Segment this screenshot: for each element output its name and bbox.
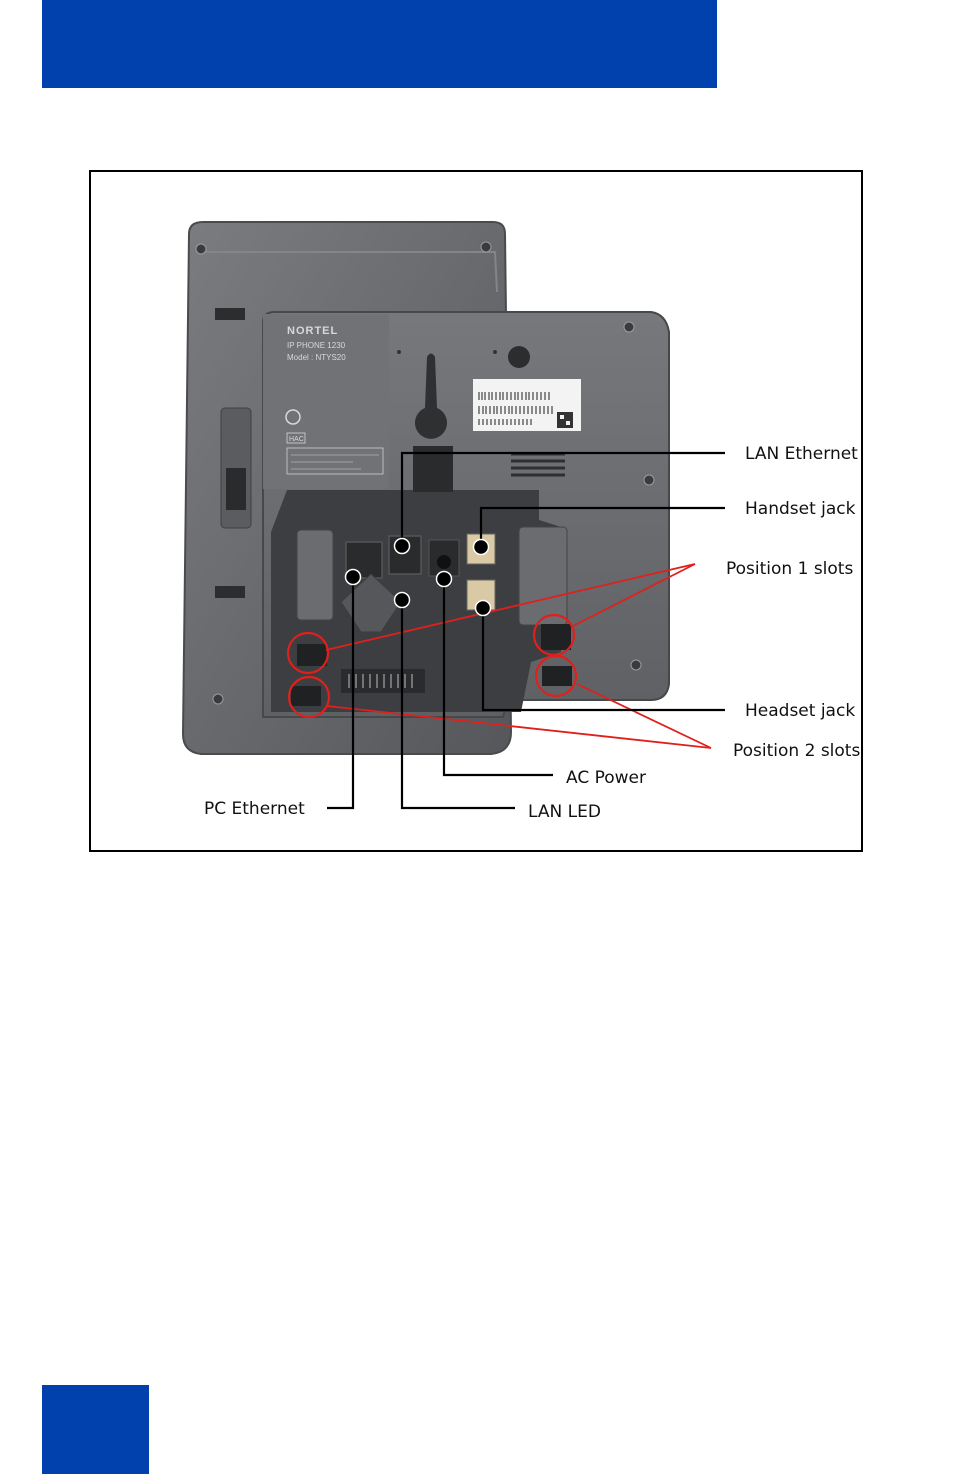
- figure-frame: NORTEL IP PHONE 1230 Model : NTYS20 HAC: [89, 170, 863, 852]
- handset-jack-dot: [474, 540, 489, 555]
- rear-slot: [215, 586, 245, 598]
- handset-jack-label: Handset jack: [745, 499, 856, 519]
- headset-jack-dot: [476, 601, 491, 616]
- pc-ethernet-dot: [346, 570, 361, 585]
- rear-slot: [215, 308, 245, 320]
- hac-text: HAC: [289, 436, 304, 443]
- footer-page-block: [42, 1385, 149, 1474]
- brand-text: NORTEL: [287, 325, 338, 337]
- headset-jack-label: Headset jack: [745, 701, 855, 721]
- position-2-slot-right: [542, 666, 572, 686]
- phone-back-illustration: NORTEL IP PHONE 1230 Model : NTYS20 HAC: [91, 172, 861, 850]
- position-2-slots-label: Position 2 slots: [733, 741, 860, 761]
- ac-power-dot: [437, 572, 452, 587]
- position-1-slots-label: Position 1 slots: [726, 559, 853, 579]
- mount-hole: [508, 346, 530, 368]
- model-number-text: Model : NTYS20: [287, 353, 346, 362]
- ac-power-label: AC Power: [566, 768, 646, 788]
- position-1-slot-left: [297, 644, 327, 666]
- lan-ethernet-label: LAN Ethernet: [745, 444, 858, 464]
- lan-led-label: LAN LED: [528, 802, 601, 822]
- position-1-slot-right: [541, 624, 571, 650]
- pc-ethernet-label: PC Ethernet: [204, 799, 305, 819]
- lan-led-dot: [395, 593, 410, 608]
- model-line-text: IP PHONE 1230: [287, 341, 346, 350]
- position-2-slot-left: [291, 686, 321, 706]
- cord-clip: [297, 530, 333, 620]
- header-bar: [42, 0, 717, 88]
- lan-ethernet-dot: [395, 539, 410, 554]
- cord-clip: [519, 527, 567, 625]
- qr-code: [557, 412, 573, 428]
